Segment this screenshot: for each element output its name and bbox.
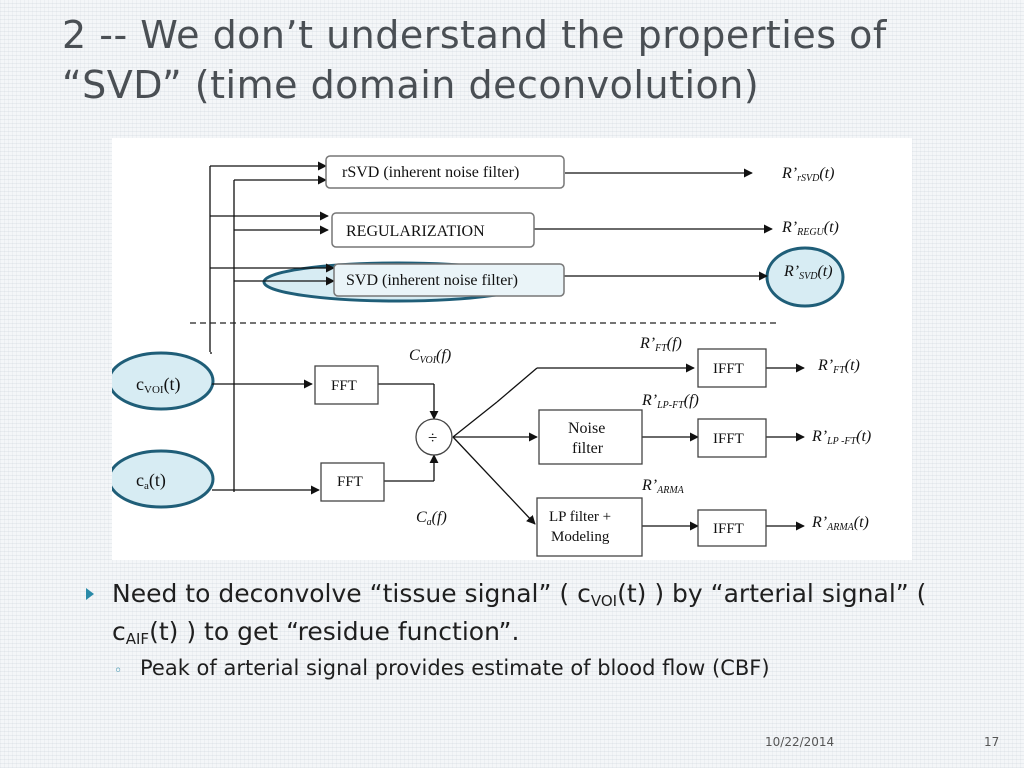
label-r-ft-f: R’FT(f) [639, 335, 682, 354]
bullet-arrow-icon [86, 588, 94, 600]
bullet-list: Need to deconvolve “tissue signal” ( cVO… [86, 575, 986, 683]
label-r-rsvd: R’rSVD(t) [781, 165, 834, 184]
rsvd-box-label: rSVD (inherent noise filter) [342, 164, 519, 181]
divide-node [415, 418, 453, 456]
svd-box [333, 263, 565, 297]
ifft-box-3 [697, 509, 767, 547]
label-c-a-f: Ca(f) [416, 509, 447, 528]
divide-symbol: ÷ [428, 428, 437, 447]
label-r-arma: R’ARMA [641, 477, 685, 496]
cvoi-input-label: cVOI(t) [136, 374, 181, 396]
bullet-main-sub-aif: AIF [125, 630, 150, 648]
label-r-regu: R’REGU(t) [781, 219, 839, 238]
label-r-lpft-t: R’LP -FT(t) [811, 428, 871, 447]
cvoi-highlight-ellipse [107, 351, 215, 411]
ifft-box-2 [697, 418, 767, 458]
bullet-main-sub-voi: VOI [590, 592, 618, 610]
ifft-label-1: IFFT [713, 361, 744, 377]
footer-date: 10/22/2014 [765, 735, 835, 749]
fft-bottom-label: FFT [337, 474, 363, 490]
noise-filter-label-2: filter [572, 440, 604, 457]
lp-filter-label-2: Modeling [551, 529, 610, 545]
fft-top-label: FFT [331, 378, 357, 394]
slide-title: 2 -- We don’t understand the properties … [62, 13, 887, 107]
fft-top-box [314, 365, 379, 405]
footer-page-number: 17 [984, 735, 1000, 749]
fft-bottom-box [320, 462, 385, 502]
label-r-svd: R’SVD(t) [783, 263, 833, 282]
bullet-main-text-2: (t) ) by “arterial signal” ( c [112, 579, 927, 646]
bullet-sub-text: Peak of arterial signal provides estimat… [140, 656, 770, 680]
bullet-main-text-1: Need to deconvolve “tissue signal” ( c [112, 579, 591, 608]
svd-box-label: SVD (inherent noise filter) [346, 272, 518, 289]
ifft-label-2: IFFT [713, 431, 744, 447]
ca-input-label: ca(t) [136, 470, 166, 492]
noise-filter-box [538, 409, 643, 465]
label-r-ft-t: R’FT(t) [817, 357, 860, 376]
lp-filter-label-1: LP filter + [549, 509, 611, 525]
label-c-voi-f: CVOI(f) [409, 347, 451, 366]
regularization-box-label: REGULARIZATION [346, 223, 485, 240]
bullet-main-text-3: (t) ) to get “residue function”. [149, 617, 520, 646]
bullet-circle-icon: ◦ [114, 663, 123, 679]
lp-filter-box [536, 497, 643, 557]
bullet-main: Need to deconvolve “tissue signal” ( cVO… [86, 575, 986, 651]
connectors [209, 161, 805, 531]
label-r-lpft-f: R’LP-FT(f) [641, 392, 699, 411]
ifft-box-1 [697, 348, 767, 388]
regularization-box [331, 212, 535, 248]
ifft-label-3: IFFT [713, 521, 744, 537]
deconvolution-diagram: rSVD (inherent noise filter) REGULARIZAT… [107, 138, 912, 560]
bullet-sub: ◦ Peak of arterial signal provides estim… [86, 653, 986, 683]
signal-labels: R’rSVD(t) R’REGU(t) R’SVD(t) CVOI(f) R’F… [409, 165, 871, 533]
noise-filter-label-1: Noise [568, 420, 605, 437]
label-r-arma-t: R’ARMA(t) [811, 514, 869, 533]
rsvd-box [325, 155, 565, 189]
